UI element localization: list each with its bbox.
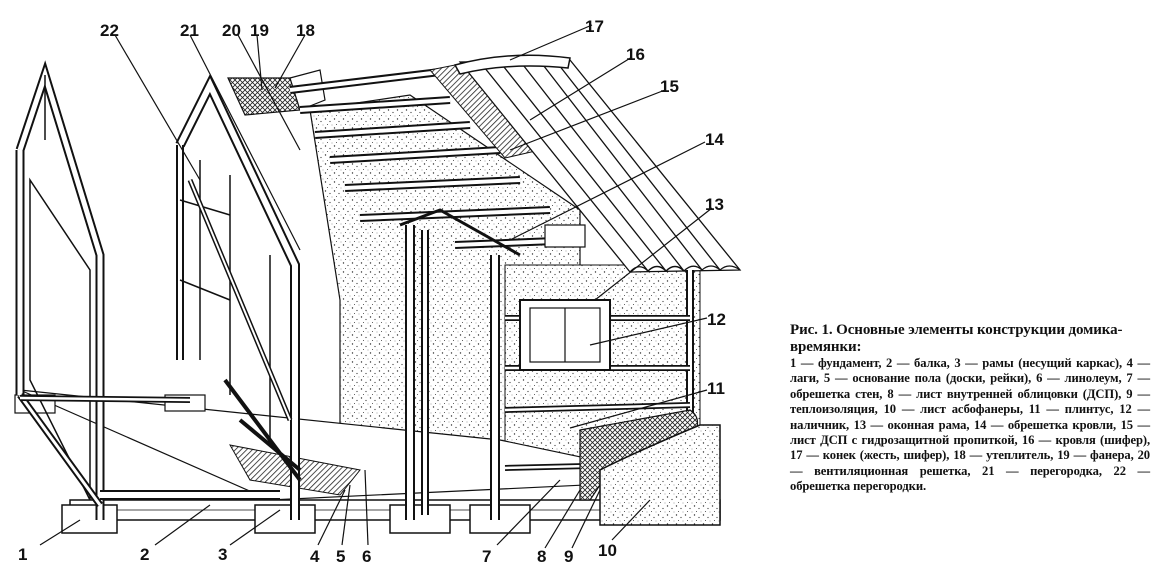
roof-slate (458, 59, 742, 273)
label-12: 12 (707, 310, 726, 329)
partition-frame (175, 73, 302, 520)
figure-caption: Рис. 1. Основные элементы конструкции до… (790, 322, 1150, 495)
label-6: 6 (362, 547, 371, 566)
label-5: 5 (336, 547, 345, 566)
roof-purlins (289, 68, 581, 249)
label-11: 11 (707, 379, 725, 398)
label-15: 15 (660, 77, 679, 96)
label-19: 19 (250, 21, 269, 40)
label-9: 9 (564, 547, 573, 566)
label-14: 14 (705, 130, 724, 149)
label-21: 21 (180, 21, 199, 40)
front-frame (15, 60, 105, 520)
label-1: 1 (18, 545, 27, 564)
label-2: 2 (140, 545, 149, 564)
label-8: 8 (537, 547, 546, 566)
caption-legend: 1 — фундамент, 2 — балка, 3 — рамы (несу… (790, 356, 1150, 494)
label-10: 10 (598, 541, 617, 560)
rear-frames (399, 208, 694, 520)
floor-beam (19, 395, 280, 500)
callout-numbers: 1 2 3 4 5 6 7 8 9 10 11 12 13 14 15 16 1… (18, 17, 726, 566)
label-18: 18 (296, 21, 315, 40)
ridge-cap (453, 54, 571, 75)
label-4: 4 (310, 547, 320, 566)
foundation (14, 394, 531, 534)
window (519, 224, 611, 371)
caption-title: Рис. 1. Основные элементы конструкции до… (790, 322, 1123, 355)
label-3: 3 (218, 545, 227, 564)
house-construction-drawing: 1 2 3 4 5 6 7 8 9 10 11 12 13 14 15 16 1… (14, 17, 742, 566)
label-13: 13 (705, 195, 724, 214)
label-20: 20 (222, 21, 241, 40)
leader-lines (39, 24, 713, 549)
wall-corner-section (579, 409, 721, 526)
label-16: 16 (626, 45, 645, 64)
label-22: 22 (100, 21, 119, 40)
label-7: 7 (482, 547, 491, 566)
label-17: 17 (585, 17, 604, 36)
